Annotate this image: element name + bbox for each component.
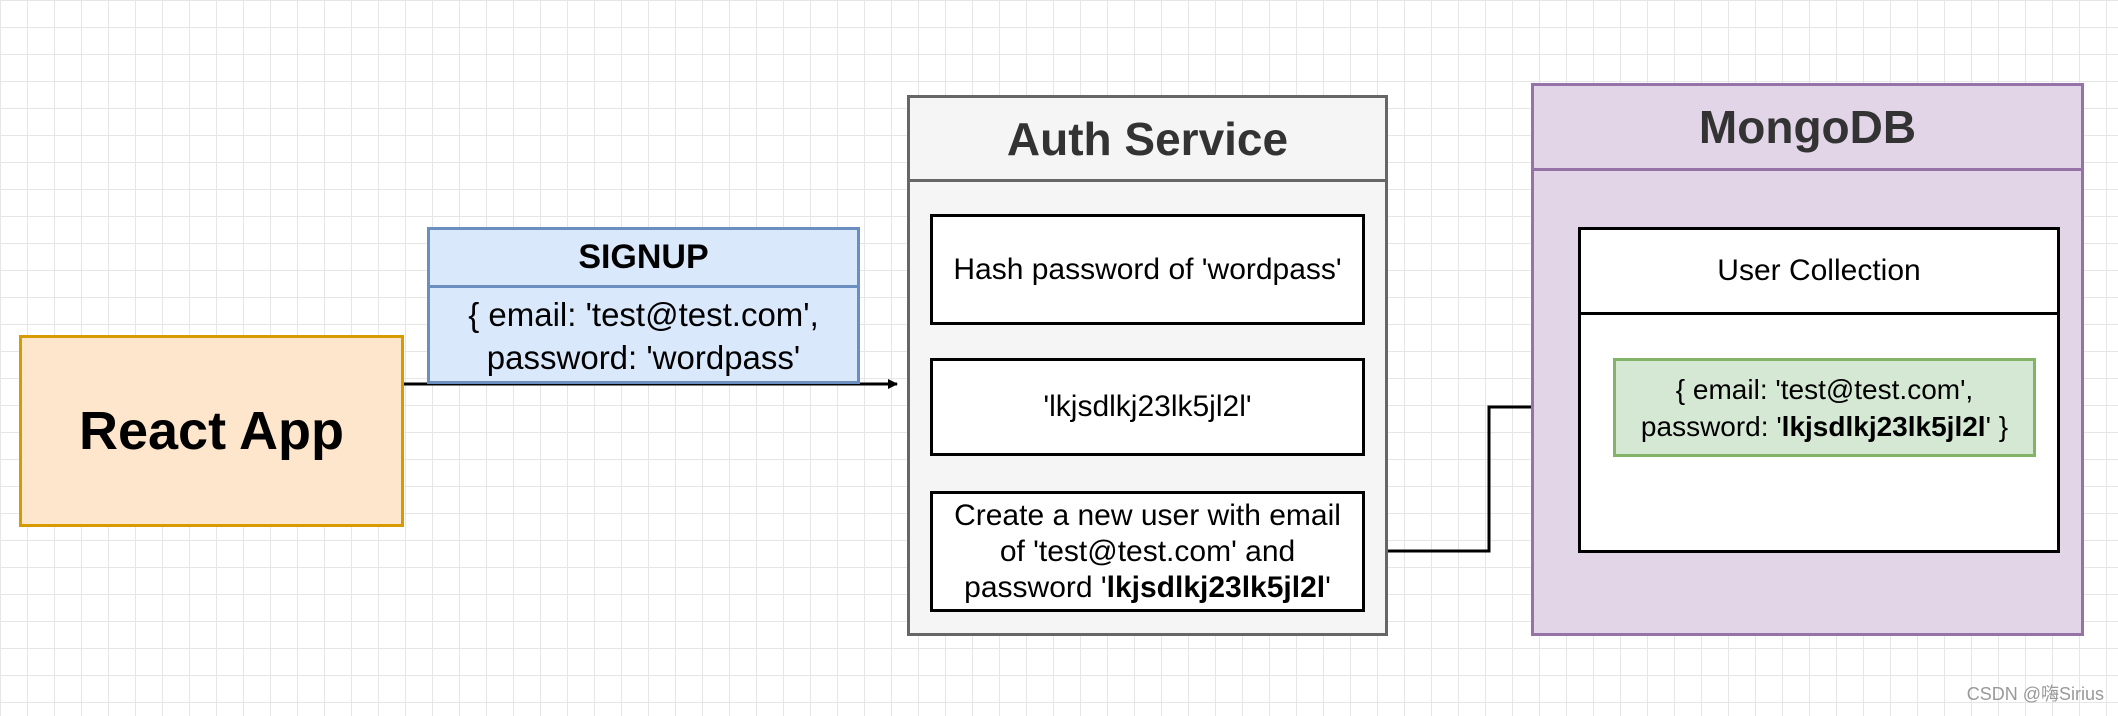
signup-line-password: password: 'wordpass' <box>486 339 801 376</box>
create-user-step[interactable]: Create a new user with email of 'test@te… <box>930 491 1365 612</box>
document-line-email: { email: 'test@test.com', <box>1675 373 1974 405</box>
document-password-suffix: ' } <box>1985 410 2009 442</box>
document-line-password: password: 'lkjsdlkj23lk5jl2l' } <box>1641 408 2008 445</box>
create-user-line-3: password 'lkjsdlkj23lk5jl2l' <box>964 570 1331 606</box>
hashed-value-label: 'lkjsdlkj23lk5jl2l' <box>1043 390 1252 423</box>
signup-line-email: { email: 'test@test.com', <box>468 296 819 333</box>
mongodb-title: MongoDB <box>1534 86 2081 171</box>
auth-service-title: Auth Service <box>910 98 1385 182</box>
watermark: CSDN @嗨Sirius <box>1966 684 2104 704</box>
hash-password-label: Hash password of 'wordpass' <box>953 252 1342 286</box>
document-hash-bold: lkjsdlkj23lk5jl2l <box>1781 410 1986 442</box>
create-user-line-3-prefix: password ' <box>964 570 1107 604</box>
create-user-line-3-suffix: ' <box>1325 570 1331 604</box>
signup-payload-node[interactable]: SIGNUP { email: 'test@test.com', passwor… <box>427 227 860 384</box>
document-password-prefix: password: ' <box>1640 410 1782 442</box>
signup-body: { email: 'test@test.com', password: 'wor… <box>430 288 857 384</box>
react-app-node[interactable]: React App <box>19 335 404 527</box>
hash-password-step[interactable]: Hash password of 'wordpass' <box>930 214 1365 325</box>
react-app-label: React App <box>78 401 345 461</box>
create-user-line-2: of 'test@test.com' and <box>999 534 1296 568</box>
hashed-value-step[interactable]: 'lkjsdlkj23lk5jl2l' <box>930 358 1365 456</box>
create-user-hash-bold: lkjsdlkj23lk5jl2l <box>1106 570 1326 604</box>
user-document-node[interactable]: { email: 'test@test.com', password: 'lkj… <box>1613 358 2036 457</box>
create-user-line-1: Create a new user with email <box>954 498 1341 532</box>
user-collection-title: User Collection <box>1581 230 2057 315</box>
signup-title: SIGNUP <box>430 230 857 288</box>
